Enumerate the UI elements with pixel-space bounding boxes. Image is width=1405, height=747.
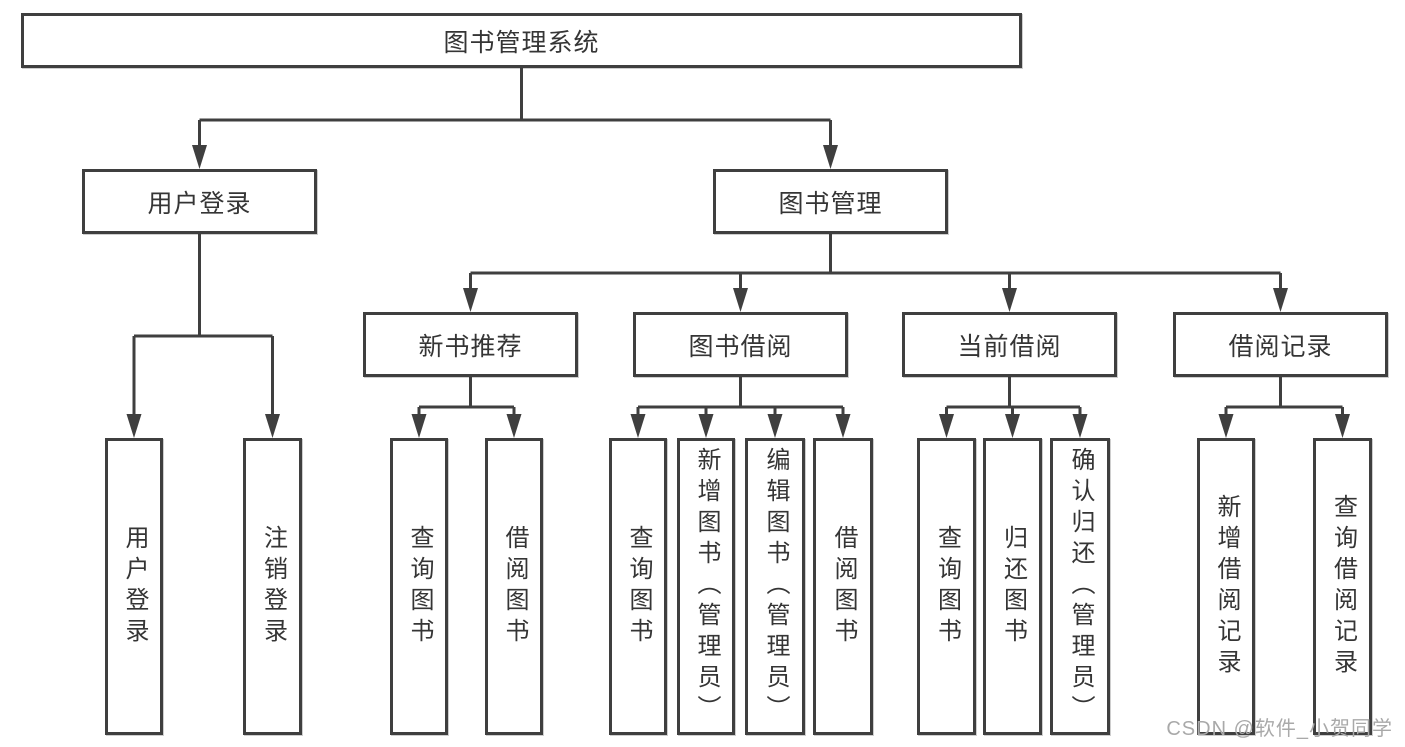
node-root: 图书管理系统 — [21, 13, 1022, 68]
leaf-add-book-admin-label: 新增图书（管理员） — [693, 447, 720, 726]
leaf-query-books-current-label: 查询图书 — [933, 524, 961, 649]
leaf-query-books-current: 查询图书 — [917, 438, 976, 735]
watermark: CSDN @软件_小贺同学 — [1166, 718, 1393, 740]
leaf-borrow-books-recommend-label: 借阅图书 — [501, 524, 528, 649]
node-borrow-records: 借阅记录 — [1173, 312, 1388, 377]
node-new-book-recommend: 新书推荐 — [363, 312, 578, 377]
leaf-user-login-label: 用户登录 — [121, 524, 148, 649]
leaf-add-borrow-record: 新增借阅记录 — [1197, 438, 1255, 735]
leaf-query-books-borrow: 查询图书 — [609, 438, 667, 735]
leaf-borrow-books-recommend: 借阅图书 — [485, 438, 543, 735]
node-current-borrow: 当前借阅 — [902, 312, 1117, 377]
leaf-add-borrow-record-label: 新增借阅记录 — [1213, 493, 1240, 680]
leaf-edit-book-admin: 编辑图书（管理员） — [745, 438, 805, 735]
node-book-management: 图书管理 — [713, 169, 948, 234]
node-user-login: 用户登录 — [82, 169, 317, 234]
leaf-query-books-recommend-label: 查询图书 — [406, 524, 433, 649]
leaf-query-borrow-record: 查询借阅记录 — [1313, 438, 1372, 735]
leaf-edit-book-admin-label: 编辑图书（管理员） — [762, 447, 789, 726]
leaf-logout: 注销登录 — [243, 438, 302, 735]
leaf-return-books: 归还图书 — [983, 438, 1042, 735]
leaf-borrow-books-label: 借阅图书 — [830, 524, 857, 649]
node-book-borrow: 图书借阅 — [633, 312, 848, 377]
leaf-confirm-return-admin-label: 确认归还（管理员） — [1067, 447, 1094, 726]
leaf-add-book-admin: 新增图书（管理员） — [677, 438, 735, 735]
leaf-query-books-recommend: 查询图书 — [390, 438, 448, 735]
leaf-user-login: 用户登录 — [105, 438, 163, 735]
leaf-confirm-return-admin: 确认归还（管理员） — [1050, 438, 1110, 735]
leaf-logout-label: 注销登录 — [259, 524, 287, 649]
leaf-return-books-label: 归还图书 — [999, 524, 1027, 649]
leaf-query-borrow-record-label: 查询借阅记录 — [1329, 493, 1357, 680]
leaf-query-books-borrow-label: 查询图书 — [625, 524, 652, 649]
leaf-borrow-books: 借阅图书 — [813, 438, 873, 735]
